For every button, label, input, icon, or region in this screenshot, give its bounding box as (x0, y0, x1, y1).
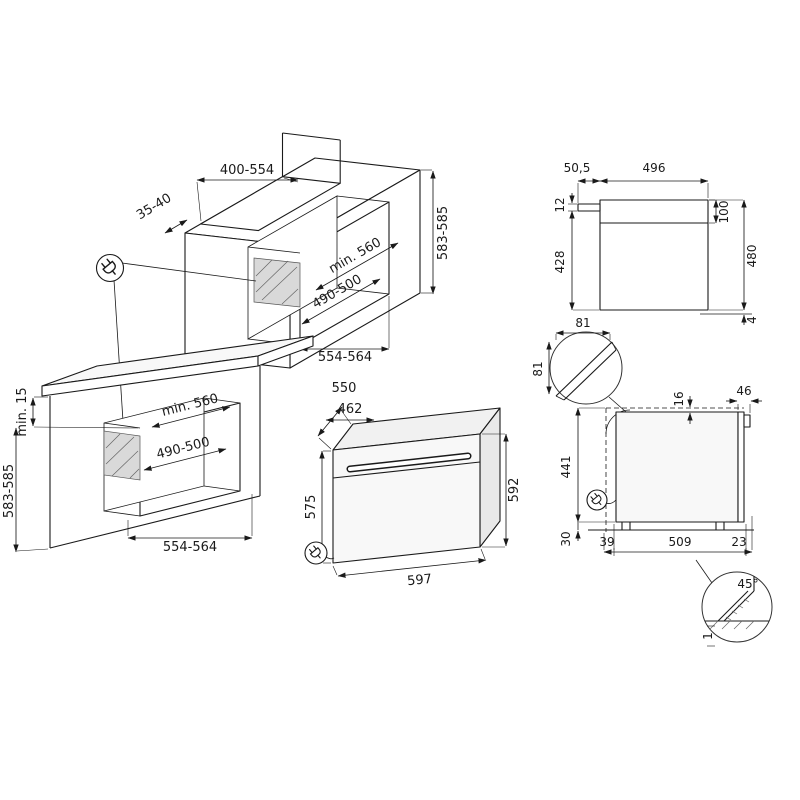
dim-base-outer-width: 554-564 (163, 540, 217, 555)
dim-oven-height-front: 575 (304, 495, 319, 520)
dim-corner45-angle: 45° (737, 577, 758, 591)
dim-corner81-width: 81 (575, 316, 590, 330)
plug-circle-profile (586, 489, 608, 511)
dim-side-body-height: 428 (553, 251, 567, 274)
column-installation-view: 400-554 35-40 583-585 min. 560 490-500 5… (134, 132, 451, 369)
side-view: 50,5 496 100 12 428 480 4 (553, 161, 759, 325)
oven-view: 550 462 575 592 597 (304, 381, 522, 589)
base-installation-view: min. 15 583-585 min. 560 490-500 554-564 (2, 335, 314, 555)
dim-oven-width: 597 (407, 572, 433, 590)
plug-circle-oven (304, 541, 328, 565)
dim-column-height: 583-585 (436, 206, 451, 260)
mounting-bracket (577, 203, 601, 212)
dim-profile-door: 46 (736, 384, 751, 398)
electrical-zone-base (103, 430, 141, 481)
dim-column-cutout-width: 400-554 (220, 163, 274, 178)
dim-oven-depth: 550 (332, 381, 357, 396)
profile-view: 16 46 441 30 39 509 23 (559, 384, 762, 556)
dim-base-height: 583-585 (2, 464, 17, 518)
dim-base-clearance: min. 15 (15, 387, 30, 436)
dim-corner81-height: 81 (531, 361, 545, 376)
dim-side-front-offset: 50,5 (564, 161, 591, 175)
dim-side-total-height: 480 (745, 245, 759, 268)
dim-oven-top-width: 462 (338, 402, 363, 417)
power-connection-main (95, 253, 257, 438)
electrical-zone-column (253, 257, 301, 308)
dim-profile-plinth: 30 (559, 531, 573, 546)
dim-corner45-offset: 1 (701, 632, 715, 640)
dim-side-top-height: 100 (717, 201, 731, 224)
dim-side-depth: 496 (643, 161, 666, 175)
dim-profile-front-gap: 23 (731, 535, 746, 549)
dim-column-outer-width: 554-564 (318, 350, 372, 365)
dim-side-bottom-gap: 4 (745, 316, 759, 324)
dim-column-edge-offset: 35-40 (134, 191, 174, 223)
dim-oven-height-back: 592 (507, 478, 522, 503)
dim-profile-height: 441 (559, 456, 573, 479)
dim-side-bracket: 12 (553, 197, 567, 212)
oven-handle (346, 452, 472, 473)
corner-detail-81: 81 81 (531, 316, 635, 420)
plug-circle (95, 253, 125, 283)
dim-profile-depth: 509 (669, 535, 692, 549)
corner-detail-45: 45° 1 (695, 559, 773, 647)
oven-door-profile (737, 411, 745, 523)
dim-profile-back-gap: 39 (599, 535, 614, 549)
oven-handle-profile (743, 414, 751, 428)
dim-profile-top-gap: 16 (672, 391, 686, 406)
